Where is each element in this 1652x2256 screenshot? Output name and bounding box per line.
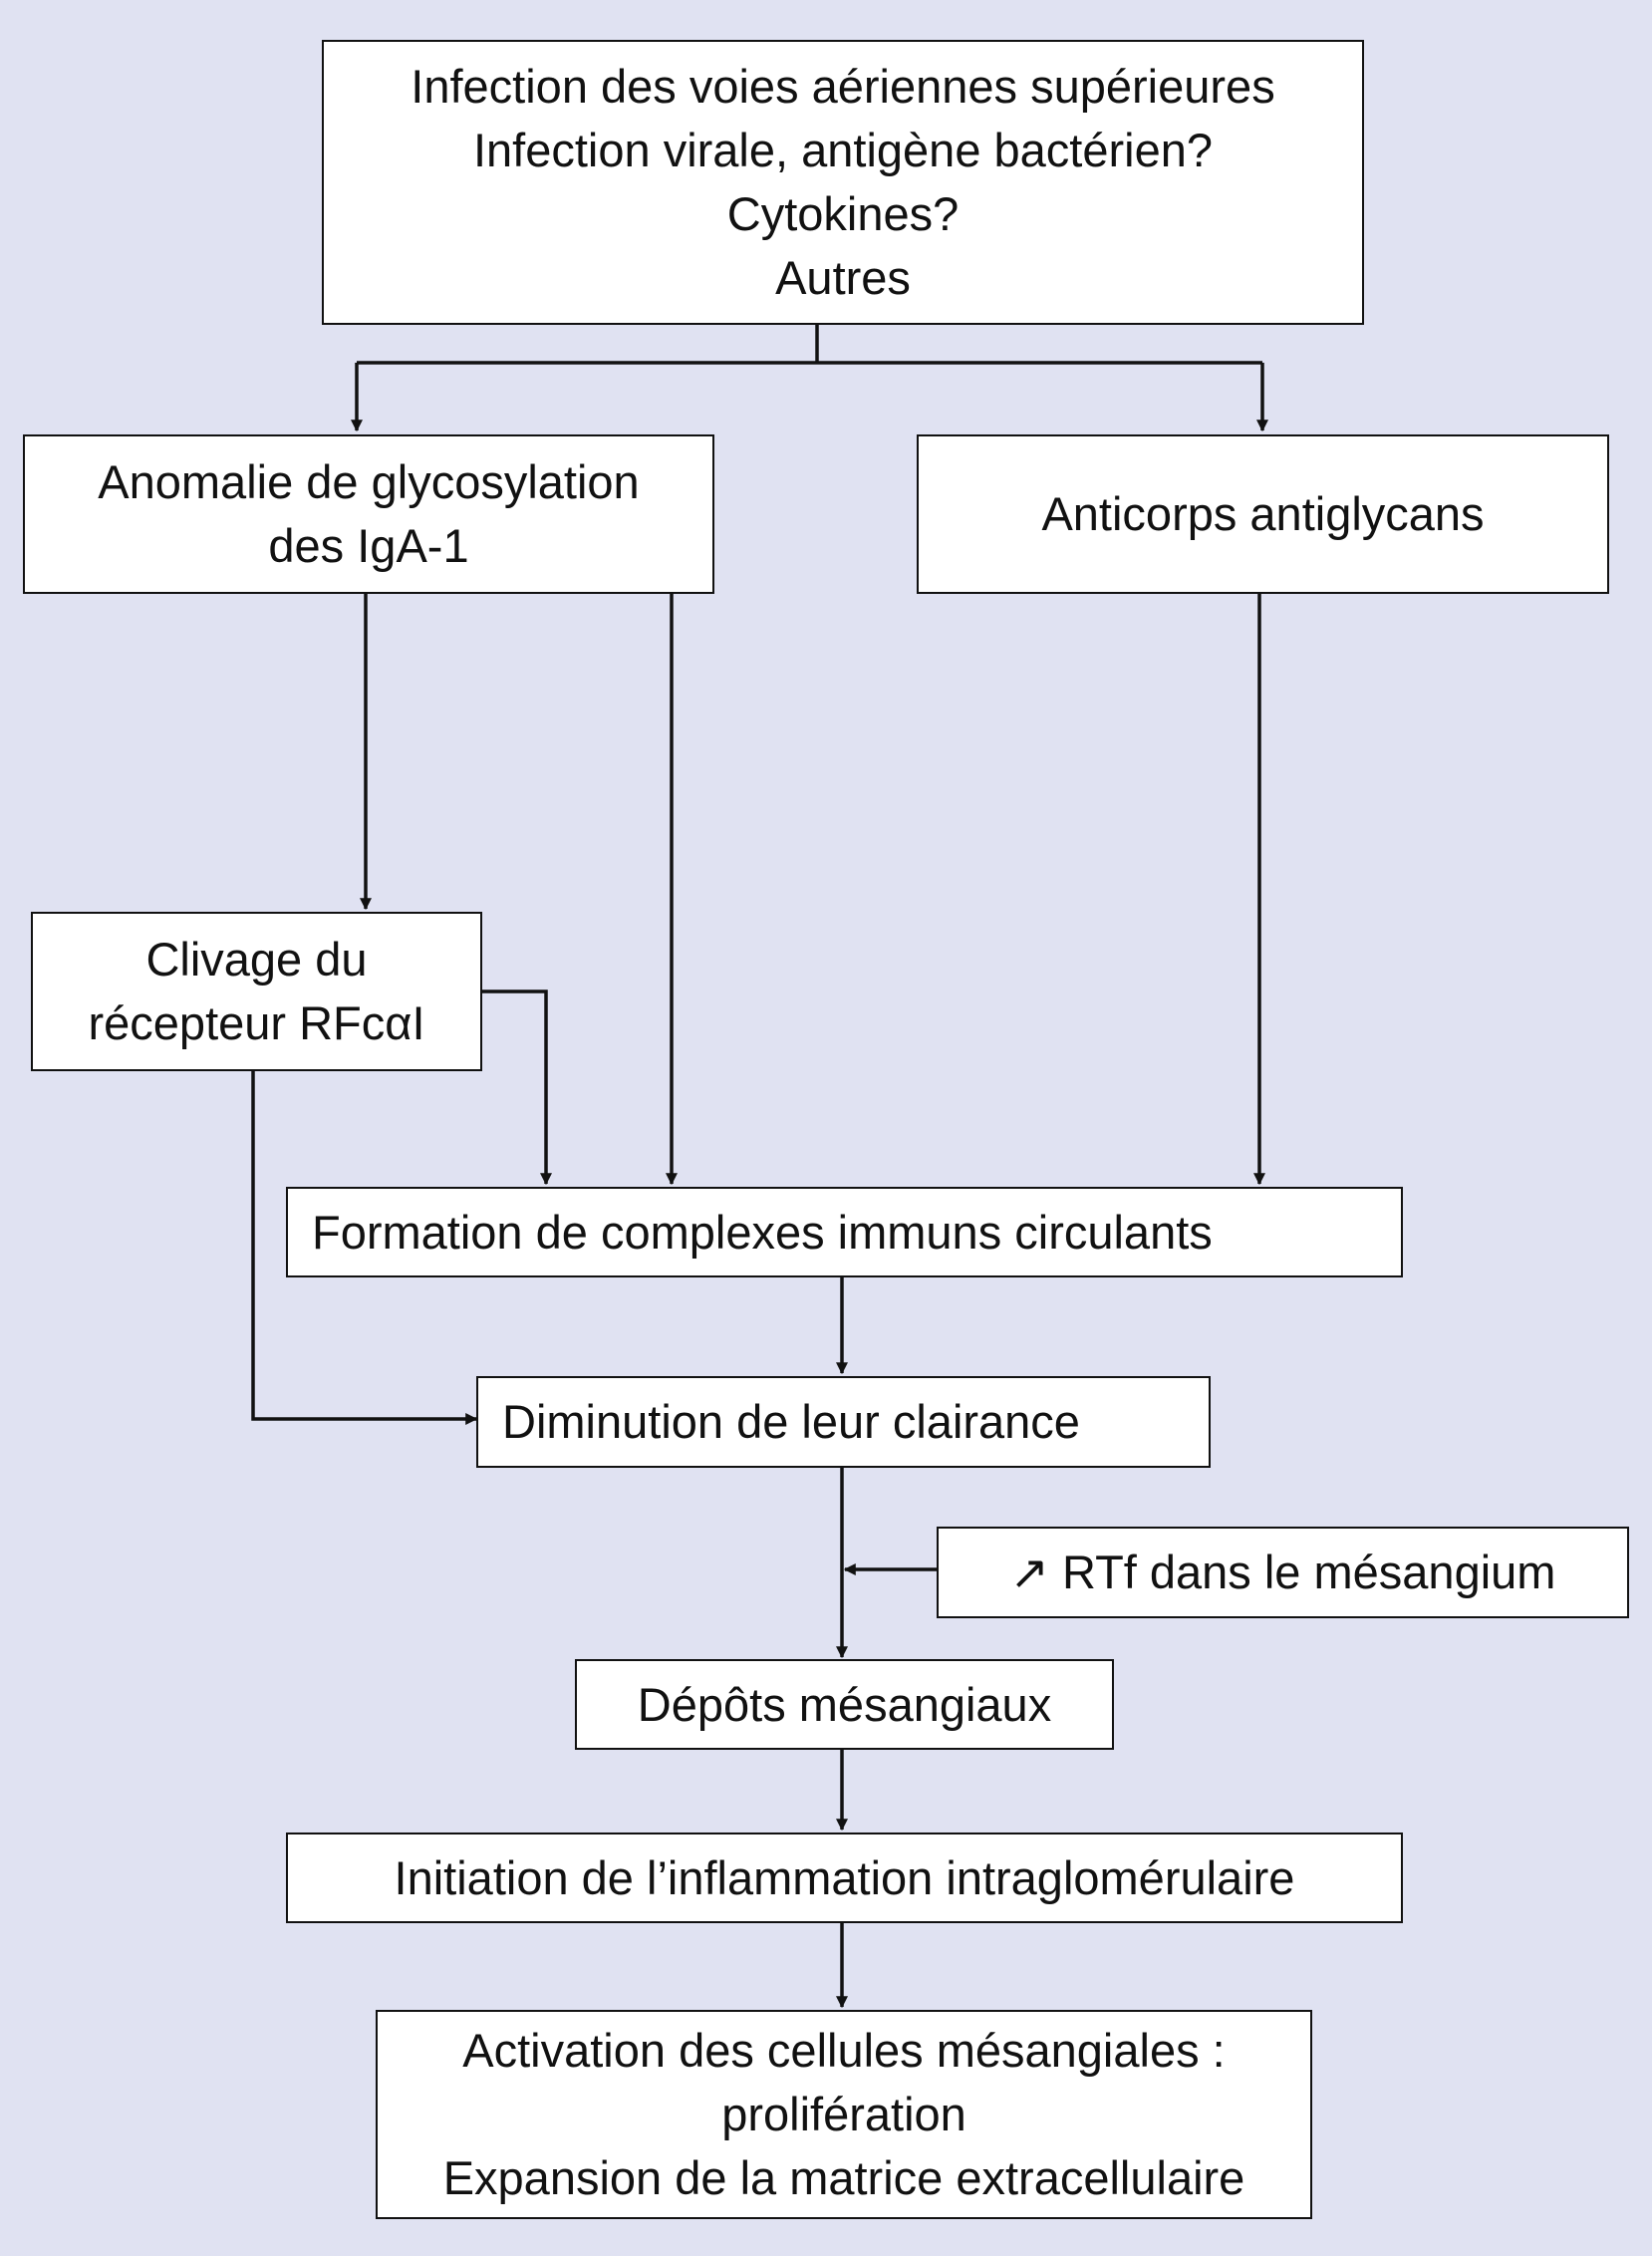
node-depots: Dépôts mésangiaux — [575, 1659, 1114, 1750]
node-clivage: Clivage du récepteur RFcαI — [31, 912, 482, 1071]
edge-clivage-to-formation — [482, 989, 552, 1186]
node-clivage-line: Clivage du — [145, 933, 368, 986]
node-anomalie: Anomalie de glycosylation des IgA-1 — [23, 434, 714, 594]
edge-infection-split — [357, 325, 1262, 365]
node-clivage-line: récepteur RFcαI — [88, 996, 425, 1049]
node-diminution: Diminution de leur clairance — [476, 1376, 1211, 1468]
node-anomalie-line: Anomalie de glycosylation — [98, 455, 640, 508]
node-anomalie-line: des IgA-1 — [268, 519, 469, 572]
node-infection-line: Infection des voies aériennes supérieure… — [411, 60, 1275, 113]
node-infection-line: Infection virale, antigène bactérien? — [472, 124, 1214, 176]
node-activation-line: prolifération — [721, 2088, 966, 2140]
node-rtf-line: ↗ RTf dans le mésangium — [1009, 1546, 1556, 1598]
node-anticorps-line: Anticorps antiglycans — [1041, 487, 1485, 540]
node-infection-line: Cytokines? — [726, 187, 960, 240]
node-activation: Activation des cellules mésangiales : pr… — [376, 2010, 1312, 2219]
node-formation-line: Formation de complexes immuns circulants — [312, 1205, 1213, 1259]
node-initiation-line: Initiation de l’inflammation intraglomér… — [394, 1850, 1295, 1904]
node-activation-line: Activation des cellules mésangiales : — [462, 2024, 1226, 2077]
node-infection-line: Autres — [775, 251, 911, 304]
edge-clivage-to-diminution — [251, 1071, 478, 1425]
node-initiation: Initiation de l’inflammation intraglomér… — [286, 1833, 1403, 1923]
node-depots-line: Dépôts mésangiaux — [637, 1677, 1052, 1731]
node-anticorps: Anticorps antiglycans — [917, 434, 1609, 594]
node-infection: Infection des voies aériennes supérieure… — [322, 40, 1364, 325]
node-formation: Formation de complexes immuns circulants — [286, 1187, 1403, 1277]
node-diminution-line: Diminution de leur clairance — [502, 1395, 1080, 1448]
node-rtf: ↗ RTf dans le mésangium — [937, 1527, 1629, 1618]
node-activation-line: Expansion de la matrice extracellulaire — [442, 2151, 1245, 2204]
